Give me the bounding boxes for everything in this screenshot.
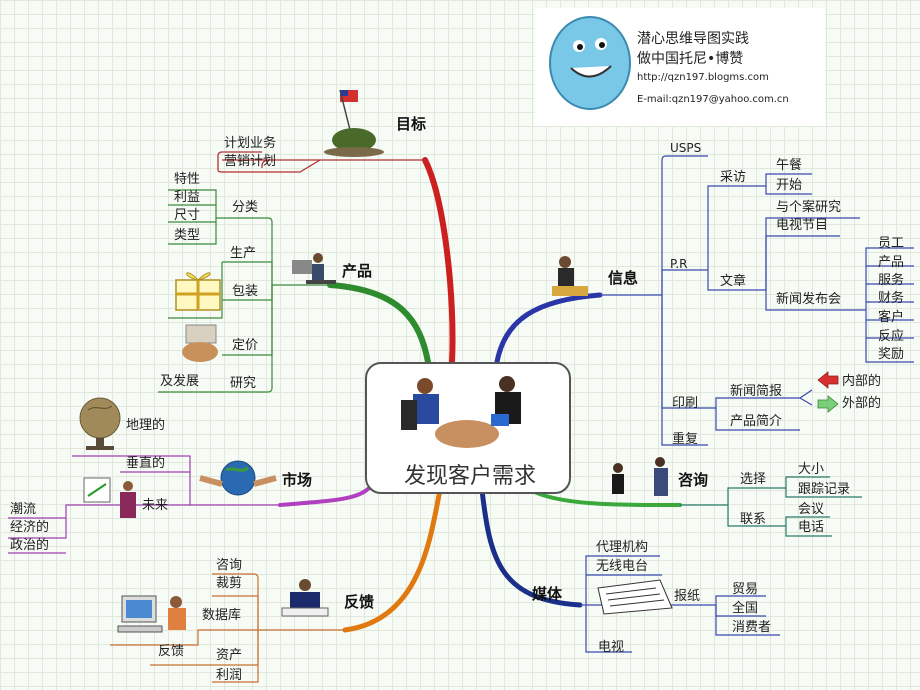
- pr-interview: 采访: [720, 170, 747, 185]
- press-item-reaction: 反应: [878, 329, 905, 344]
- news-brief-internal: 内部的: [842, 374, 882, 389]
- gift-icon: [175, 272, 221, 311]
- media-agency: 代理机构: [596, 540, 649, 555]
- info-repeat: 重复: [672, 432, 699, 447]
- topic-media: 媒体: [532, 585, 563, 603]
- branch-info: [494, 292, 603, 365]
- contact-meeting: 会议: [798, 502, 825, 517]
- print-product-brief: 产品简介: [730, 414, 783, 429]
- info-print: 印刷: [672, 396, 699, 411]
- globe-icon: [79, 397, 121, 450]
- product-research: 研究: [230, 376, 257, 391]
- product-production: 生产: [230, 246, 257, 261]
- interview-start: 开始: [776, 178, 803, 193]
- logo-email: E-mail:qzn197@yahoo.com.cn: [637, 94, 789, 105]
- paper-national: 全国: [732, 601, 759, 616]
- classify-item-type: 类型: [174, 228, 201, 243]
- classify-item-feature: 特性: [174, 172, 201, 187]
- market-vertical: 垂直的: [126, 456, 166, 471]
- logo-line1: 潜心思维导图实践: [637, 31, 749, 47]
- future-item-economic: 经济的: [10, 520, 50, 535]
- branch-product: [327, 282, 431, 365]
- branch-consult: [528, 488, 682, 507]
- product-research-sub: 及发展: [160, 374, 200, 389]
- internal-arrow-icon: [817, 371, 839, 389]
- article-case-study: 与个案研究: [776, 200, 842, 215]
- market-geographic: 地理的: [126, 418, 166, 433]
- article-press-conference: 新闻发布会: [776, 292, 842, 307]
- handshake-icon: [612, 457, 668, 496]
- press-item-service: 服务: [878, 273, 905, 288]
- classify-item-benefit: 利益: [174, 190, 201, 205]
- info-pr: P.R: [670, 257, 688, 271]
- market-future: 未来: [142, 498, 169, 513]
- presenter-icon: [83, 477, 136, 518]
- press-item-finance: 财务: [878, 291, 905, 306]
- future-item-political: 政治的: [10, 538, 50, 553]
- media-radio: 无线电台: [596, 559, 649, 574]
- branch-media: [479, 487, 583, 608]
- topic-market: 市场: [282, 471, 313, 489]
- feedback-item-database: 数据库: [202, 608, 242, 623]
- feedback-item-cut: 裁剪: [216, 576, 243, 591]
- interview-lunch: 午餐: [776, 158, 803, 173]
- press-item-customer: 客户: [878, 310, 905, 325]
- product-pricing: 定价: [232, 338, 259, 353]
- press-item-reward: 奖励: [878, 347, 905, 362]
- choose-track-record: 跟踪记录: [798, 482, 851, 497]
- branch-goal: [422, 157, 456, 365]
- topic-consult: 咨询: [678, 471, 709, 489]
- office-worker-icon: [292, 253, 336, 284]
- paper-consumer: 消费者: [732, 620, 772, 635]
- logo-line2: 做中国托尼•博赞: [637, 51, 744, 67]
- product-packaging: 包装: [232, 284, 259, 299]
- dolphin-mascot-icon: [549, 16, 631, 110]
- consult-choose: 选择: [740, 472, 767, 487]
- external-arrow-icon: [817, 395, 839, 413]
- media-newspaper: 报纸: [674, 589, 701, 604]
- newspaper-icon: [597, 579, 673, 615]
- money-hand-icon: [182, 324, 218, 362]
- contact-phone: 电话: [798, 520, 825, 535]
- goal-item-marketing-plan: 营销计划: [224, 154, 277, 169]
- topic-goal: 目标: [396, 115, 427, 133]
- feedback-sub: 反馈: [158, 644, 185, 659]
- consult-contact: 联系: [740, 512, 767, 527]
- reader-icon: [281, 579, 329, 617]
- future-item-trend: 潮流: [10, 502, 37, 517]
- sitting-man-icon: [552, 256, 588, 296]
- paper-trade: 贸易: [732, 582, 759, 597]
- choose-size: 大小: [798, 462, 825, 477]
- central-topic: 发现客户需求: [403, 464, 536, 489]
- central-topic-box: [365, 362, 571, 494]
- goal-item-plan-business: 计划业务: [224, 136, 277, 151]
- flag-soldiers-icon: [324, 89, 384, 157]
- press-item-staff: 员工: [878, 236, 905, 251]
- info-usps: USPS: [670, 141, 702, 155]
- feedback-item-profit: 利润: [216, 668, 243, 683]
- hands-globe-icon: [199, 460, 277, 496]
- pr-article: 文章: [720, 274, 747, 289]
- product-classify: 分类: [232, 200, 259, 215]
- feedback-item-inquiry: 咨询: [216, 558, 243, 573]
- meeting-people-icon: [401, 376, 521, 448]
- news-brief-external: 外部的: [842, 396, 882, 411]
- classify-item-size: 尺寸: [174, 208, 201, 223]
- logo-panel: 潜心思维导图实践 做中国托尼•博赞 http://qzn197.blogms.c…: [535, 8, 825, 126]
- computer-user-icon: [117, 595, 186, 633]
- press-item-product: 产品: [878, 255, 905, 270]
- media-tv: 电视: [598, 640, 625, 655]
- print-news-brief: 新闻简报: [730, 384, 783, 399]
- logo-url: http://qzn197.blogms.com: [637, 72, 769, 83]
- topic-feedback: 反馈: [344, 593, 375, 611]
- branch-feedback: [342, 487, 443, 633]
- feedback-item-assets: 资产: [216, 648, 243, 663]
- topic-product: 产品: [342, 262, 373, 280]
- topic-info: 信息: [608, 269, 639, 287]
- article-tv-show: 电视节目: [776, 218, 829, 233]
